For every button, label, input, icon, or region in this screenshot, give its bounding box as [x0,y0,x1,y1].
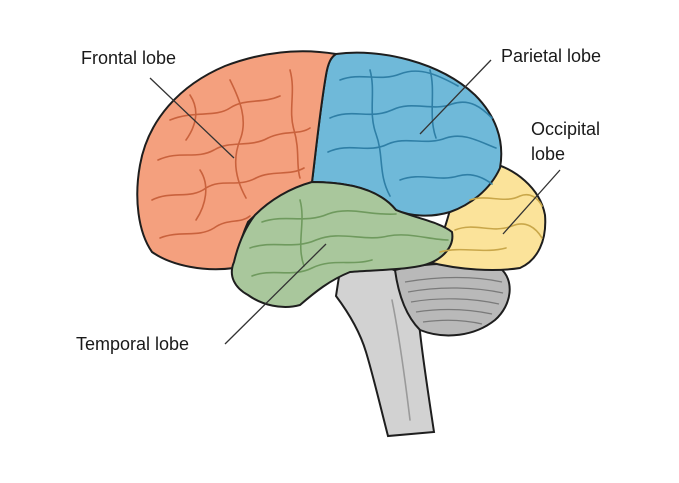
occipital-lobe-label-line1: Occipital [531,119,601,139]
frontal-leader-line [149,77,235,159]
occipital-leader-line [502,169,561,235]
parietal-gyri [327,69,497,197]
occipital-lobe-label-line2: lobe [531,144,566,164]
frontal-gyri [151,69,311,239]
leader-lines [149,59,561,345]
frontal-lobe [136,50,339,271]
parietal-lobe-label: Parietal lobe [501,46,602,66]
temporal-lobe-label: Temporal lobe [76,334,190,354]
temporal-leader-line [224,243,327,345]
parietal-leader-line [419,59,492,135]
cerebellum-folia [404,276,504,325]
occipital-gyri [439,193,543,253]
frontal-lobe-label: Frontal lobe [81,48,177,68]
temporal-lobe [230,180,454,308]
temporal-gyri [249,199,449,277]
brainstem-detail [391,299,411,421]
